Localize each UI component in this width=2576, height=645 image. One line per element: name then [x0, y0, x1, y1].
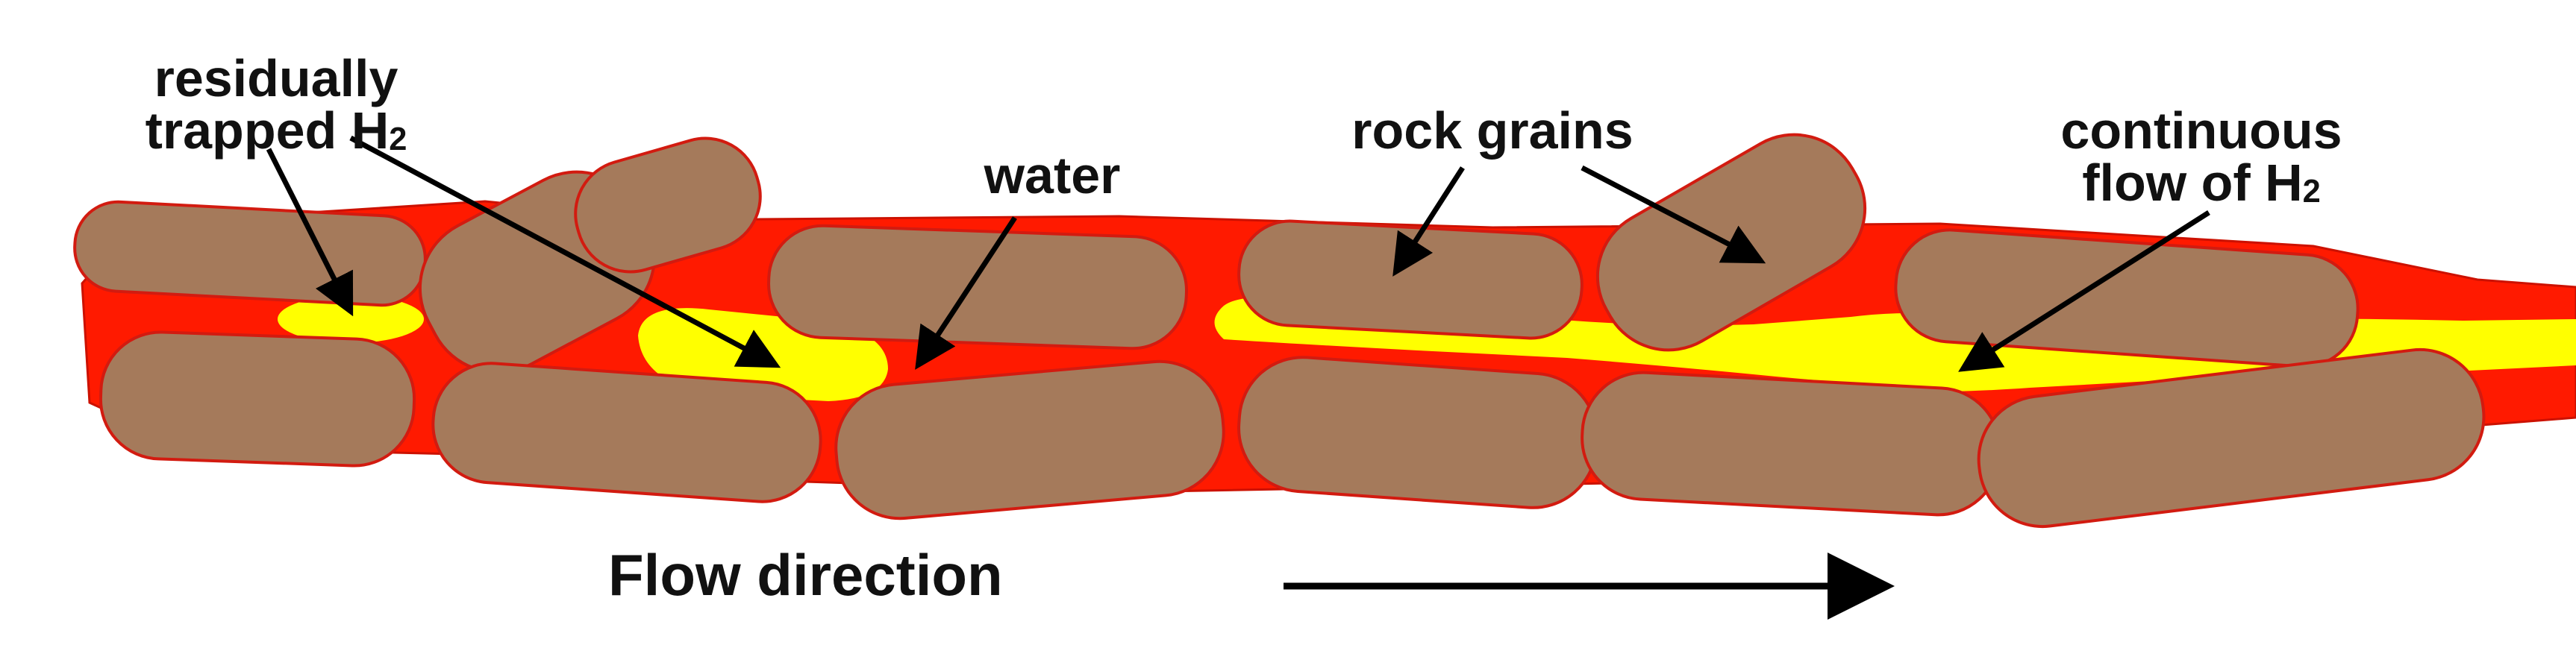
- rock-grain: [431, 362, 822, 503]
- arrow-rock-grain-2: [1581, 165, 1766, 264]
- rock-grain: [73, 200, 427, 307]
- rock-grain: [1581, 371, 2001, 517]
- rock-grain: [767, 224, 1188, 350]
- arrow-water: [915, 216, 1017, 370]
- rock-grain: [99, 330, 416, 468]
- rock-grain: [1977, 347, 2486, 529]
- label-continuous-line2: flow of H2: [2082, 154, 2321, 212]
- trapped-h2-bubble-small: [278, 295, 424, 343]
- label-residually-line1: residually: [154, 49, 398, 107]
- arrow-trapped-large: [349, 135, 781, 368]
- arrow-trapped-small: [266, 148, 354, 317]
- rock-grain: [1237, 356, 1598, 509]
- label-flow-direction: Flow direction: [608, 542, 1003, 608]
- label-residually-trapped-h2: residually trapped H2: [15, 52, 537, 157]
- label-residually-line2: trapped H2: [145, 101, 407, 160]
- arrow-continuous-h2: [1958, 210, 2210, 372]
- label-arrows: [266, 135, 2210, 372]
- rock-grain: [834, 359, 1225, 520]
- rock-grain: [1894, 228, 2360, 368]
- rock-grain: [574, 136, 762, 274]
- rock-grains: [73, 133, 2486, 529]
- label-continuous-flow-h2: continuous flow of H2: [1940, 104, 2463, 209]
- label-continuous-line1: continuous: [2060, 101, 2342, 160]
- label-rock-grains: rock grains: [1351, 101, 1634, 160]
- arrow-rock-grain-1: [1392, 166, 1465, 277]
- rock-grain: [1237, 219, 1584, 340]
- label-water: water: [984, 146, 1121, 204]
